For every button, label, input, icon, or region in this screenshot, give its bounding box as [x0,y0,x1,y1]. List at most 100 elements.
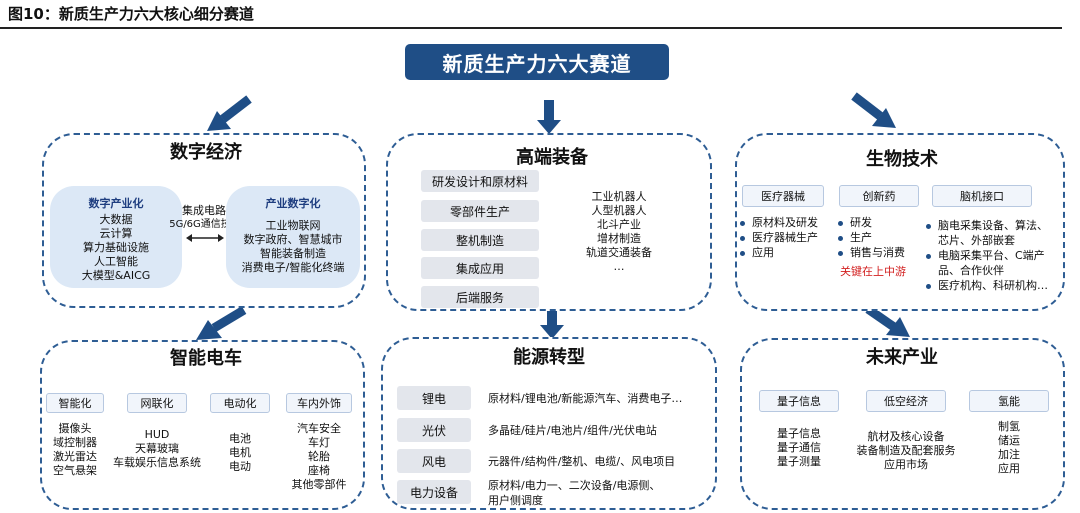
list-item: HUD [144,428,170,441]
ev-column-label: 电动化 [210,393,270,413]
list-item: 量子测量 [777,455,821,468]
bio-list-devices: 原材料及研发 医疗器械生产 应用 [740,215,818,260]
equipment-items: 工业机器人 人型机器人 北斗产业 增材制造 轨道交通装备 … [572,190,666,274]
link-label-2: 5G/6G通信技术 [169,219,241,230]
list-item: 消费电子/智能化终端 [241,261,345,274]
arrow-to-energy [540,309,564,339]
arrow-to-digital [207,95,252,131]
list-item: 大模型&AICG [81,269,151,282]
arrow-to-equipment [537,100,561,134]
list-item: 车载娱乐信息系统 [113,456,201,469]
equipment-step: 零部件生产 [421,200,539,222]
bio-key-note: 关键在上中游 [840,265,906,278]
list-item: 大数据 [99,213,133,226]
energy-row-label: 光伏 [397,418,471,442]
list-item: 应用 [998,462,1020,475]
arrow-to-bio [851,92,896,128]
digital-economy-title: 数字经济 [160,138,252,164]
list-item: 其他零部件 [291,478,347,491]
list-item: 数字政府、智慧城市 [243,233,343,246]
industrial-digitalization-list: 工业物联网 数字政府、智慧城市 智能装备制造 消费电子/智能化终端 [226,219,360,275]
list-item: 电动 [229,460,251,473]
list-item: 域控制器 [53,436,97,449]
future-column-label: 氢能 [969,390,1049,412]
bio-column-label: 创新药 [839,185,919,207]
energy-row-label: 风电 [397,449,471,473]
list-item: 品、合作伙伴 [938,264,1004,277]
list-item: 算力基础设施 [83,241,149,254]
digital-industrialization-blob [50,186,182,288]
list-item: 原材料及研发 [740,215,818,230]
arrow-to-ev [196,306,247,340]
bio-list-drugs: 研发 生产 销售与消费 [838,215,905,260]
list-item: 汽车安全 [297,422,341,435]
title-divider [0,27,1062,29]
list-item: 航材及核心设备 [867,430,945,443]
smart-ev-panel [40,340,365,510]
list-item: 智能装备制造 [260,247,326,260]
bio-column-label: 医疗器械 [742,185,824,207]
energy-row-label: 锂电 [397,386,471,410]
list-item: 量子通信 [777,441,821,454]
list-item: 医疗机构、科研机构… [926,278,1048,293]
list-item: 研发 [838,215,905,230]
future-column-label: 低空经济 [866,390,946,412]
list-item: 人工智能 [94,255,138,268]
main-title: 新质生产力六大赛道 [442,51,632,76]
list-item: 摄像头 [58,422,92,435]
digital-industrialization-title: 数字产业化 [88,197,144,210]
bio-list-bci: 脑电采集设备、算法、 芯片、外部嵌套 电脑采集平台、C端产 品、合作伙伴 医疗机… [926,218,1048,293]
equipment-step: 整机制造 [421,229,539,251]
ev-column-label: 车内外饰 [286,393,352,413]
list-item: 医疗器械生产 [740,230,818,245]
list-item: 芯片、外部嵌套 [938,234,1015,247]
future-column-label: 量子信息 [759,390,839,412]
ev-list-smart: 摄像头 域控制器 激光雷达 空气悬架 [46,422,104,478]
ev-list-connected: HUD 天幕玻璃 车载娱乐信息系统 [112,428,202,470]
smart-ev-title: 智能电车 [160,344,252,370]
list-item: 天幕玻璃 [135,442,179,455]
list-item: 应用市场 [884,458,928,471]
ev-list-interior: 汽车安全 车灯 轮胎 座椅 其他零部件 [284,422,354,492]
list-item: 云计算 [99,227,133,240]
main-title-box: 新质生产力六大赛道 [405,44,669,80]
list-item: 应用 [740,245,818,260]
energy-row-label: 电力设备 [397,480,471,504]
list-item: 脑电采集设备、算法、 [926,218,1048,233]
list-item: 轮胎 [308,450,330,463]
list-item: 储运 [998,434,1020,447]
list-item: 量子信息 [777,427,821,440]
list-item: 增材制造 [597,232,641,245]
industrial-digitalization-blob [226,186,360,288]
list-item: 加注 [998,448,1020,461]
list-item: 人型机器人 [591,204,647,217]
equipment-step: 集成应用 [421,257,539,279]
list-item: … [613,260,625,273]
digital-industrialization-list: 大数据 云计算 算力基础设施 人工智能 大模型&AICG [50,213,182,283]
list-item: 车灯 [308,436,330,449]
list-item: 北斗产业 [597,218,641,231]
future-list-low-altitude: 航材及核心设备 装备制造及配套服务 应用市场 [846,430,966,472]
double-arrow-icon [186,234,224,242]
figure-title: 图10：新质生产力六大核心细分赛道 [8,5,254,23]
list-item: 轨道交通装备 [586,246,652,259]
list-item: 制氢 [998,420,1020,433]
list-item: 电脑采集平台、C端产 [926,248,1048,263]
list-item: 座椅 [308,464,330,477]
list-item: 工业物联网 [265,219,321,232]
energy-transition-title: 能源转型 [503,343,595,369]
list-item: 生产 [838,230,905,245]
future-industry-title: 未来产业 [856,343,948,369]
list-item: 电机 [229,446,251,459]
list-item: 电池 [229,432,251,445]
ev-list-electric: 电池 电机 电动 [210,432,270,474]
energy-row-text: 多晶硅/硅片/电池片/组件/光伏电站 [488,424,657,437]
ev-column-label: 智能化 [46,393,104,413]
industrial-digitalization-title: 产业数字化 [265,197,321,210]
list-item: 销售与消费 [838,245,905,260]
list-item: 空气悬架 [53,464,97,477]
energy-row-text-cont: 用户侧调度 [488,494,543,507]
link-label-1: 集成电路 [182,204,226,217]
list-item: 激光雷达 [53,450,97,463]
energy-row-text: 元器件/结构件/整机、电缆/、风电项目 [488,455,676,468]
